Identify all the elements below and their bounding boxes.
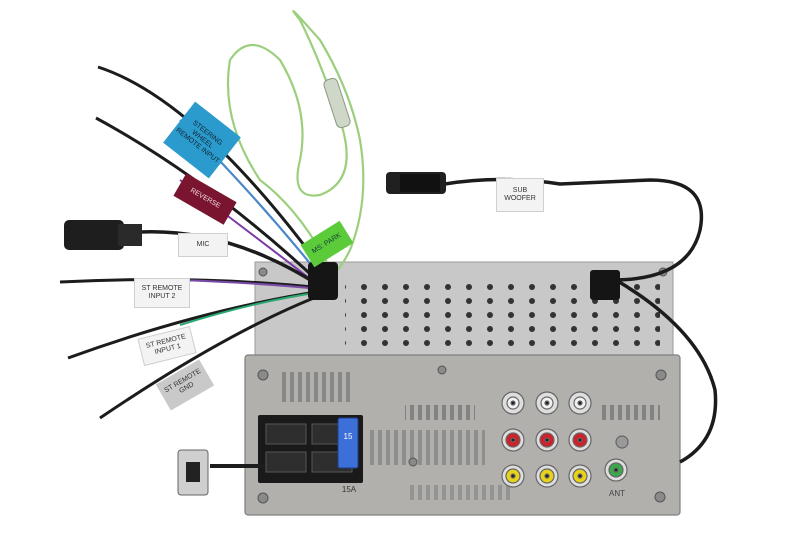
heat-sink-ribs-4 bbox=[600, 405, 660, 420]
label-ant: ANT bbox=[609, 489, 625, 498]
wire-stgnd bbox=[99, 292, 325, 420]
label-st-remote-input-2: ST REMOTE INPUT 2 bbox=[134, 278, 190, 308]
label-sub-woofer: SUB WOOFER bbox=[496, 178, 544, 212]
heat-sink-ribs-2 bbox=[405, 405, 475, 420]
label-mic: MIC bbox=[178, 233, 228, 257]
label-fuse-rating: 15A bbox=[341, 485, 357, 494]
inline-fuse-holder bbox=[323, 77, 351, 129]
right-cable bbox=[615, 278, 718, 464]
fuse bbox=[337, 417, 359, 469]
label-fuse: 15 bbox=[343, 432, 353, 441]
screws bbox=[257, 267, 668, 504]
mic-plug bbox=[64, 220, 124, 250]
heat-sink-ribs-5 bbox=[410, 485, 510, 500]
wire-parking-green bbox=[226, 10, 365, 276]
cable-grommet bbox=[590, 270, 620, 300]
harness-hub bbox=[308, 262, 338, 300]
rca-jacks bbox=[501, 391, 629, 488]
heat-sink-ribs-3 bbox=[370, 430, 485, 465]
wire-st2-violet bbox=[179, 279, 321, 290]
wire-st1-green bbox=[179, 291, 323, 326]
mic-cable bbox=[139, 229, 321, 288]
heat-sink-ribs bbox=[280, 372, 350, 402]
